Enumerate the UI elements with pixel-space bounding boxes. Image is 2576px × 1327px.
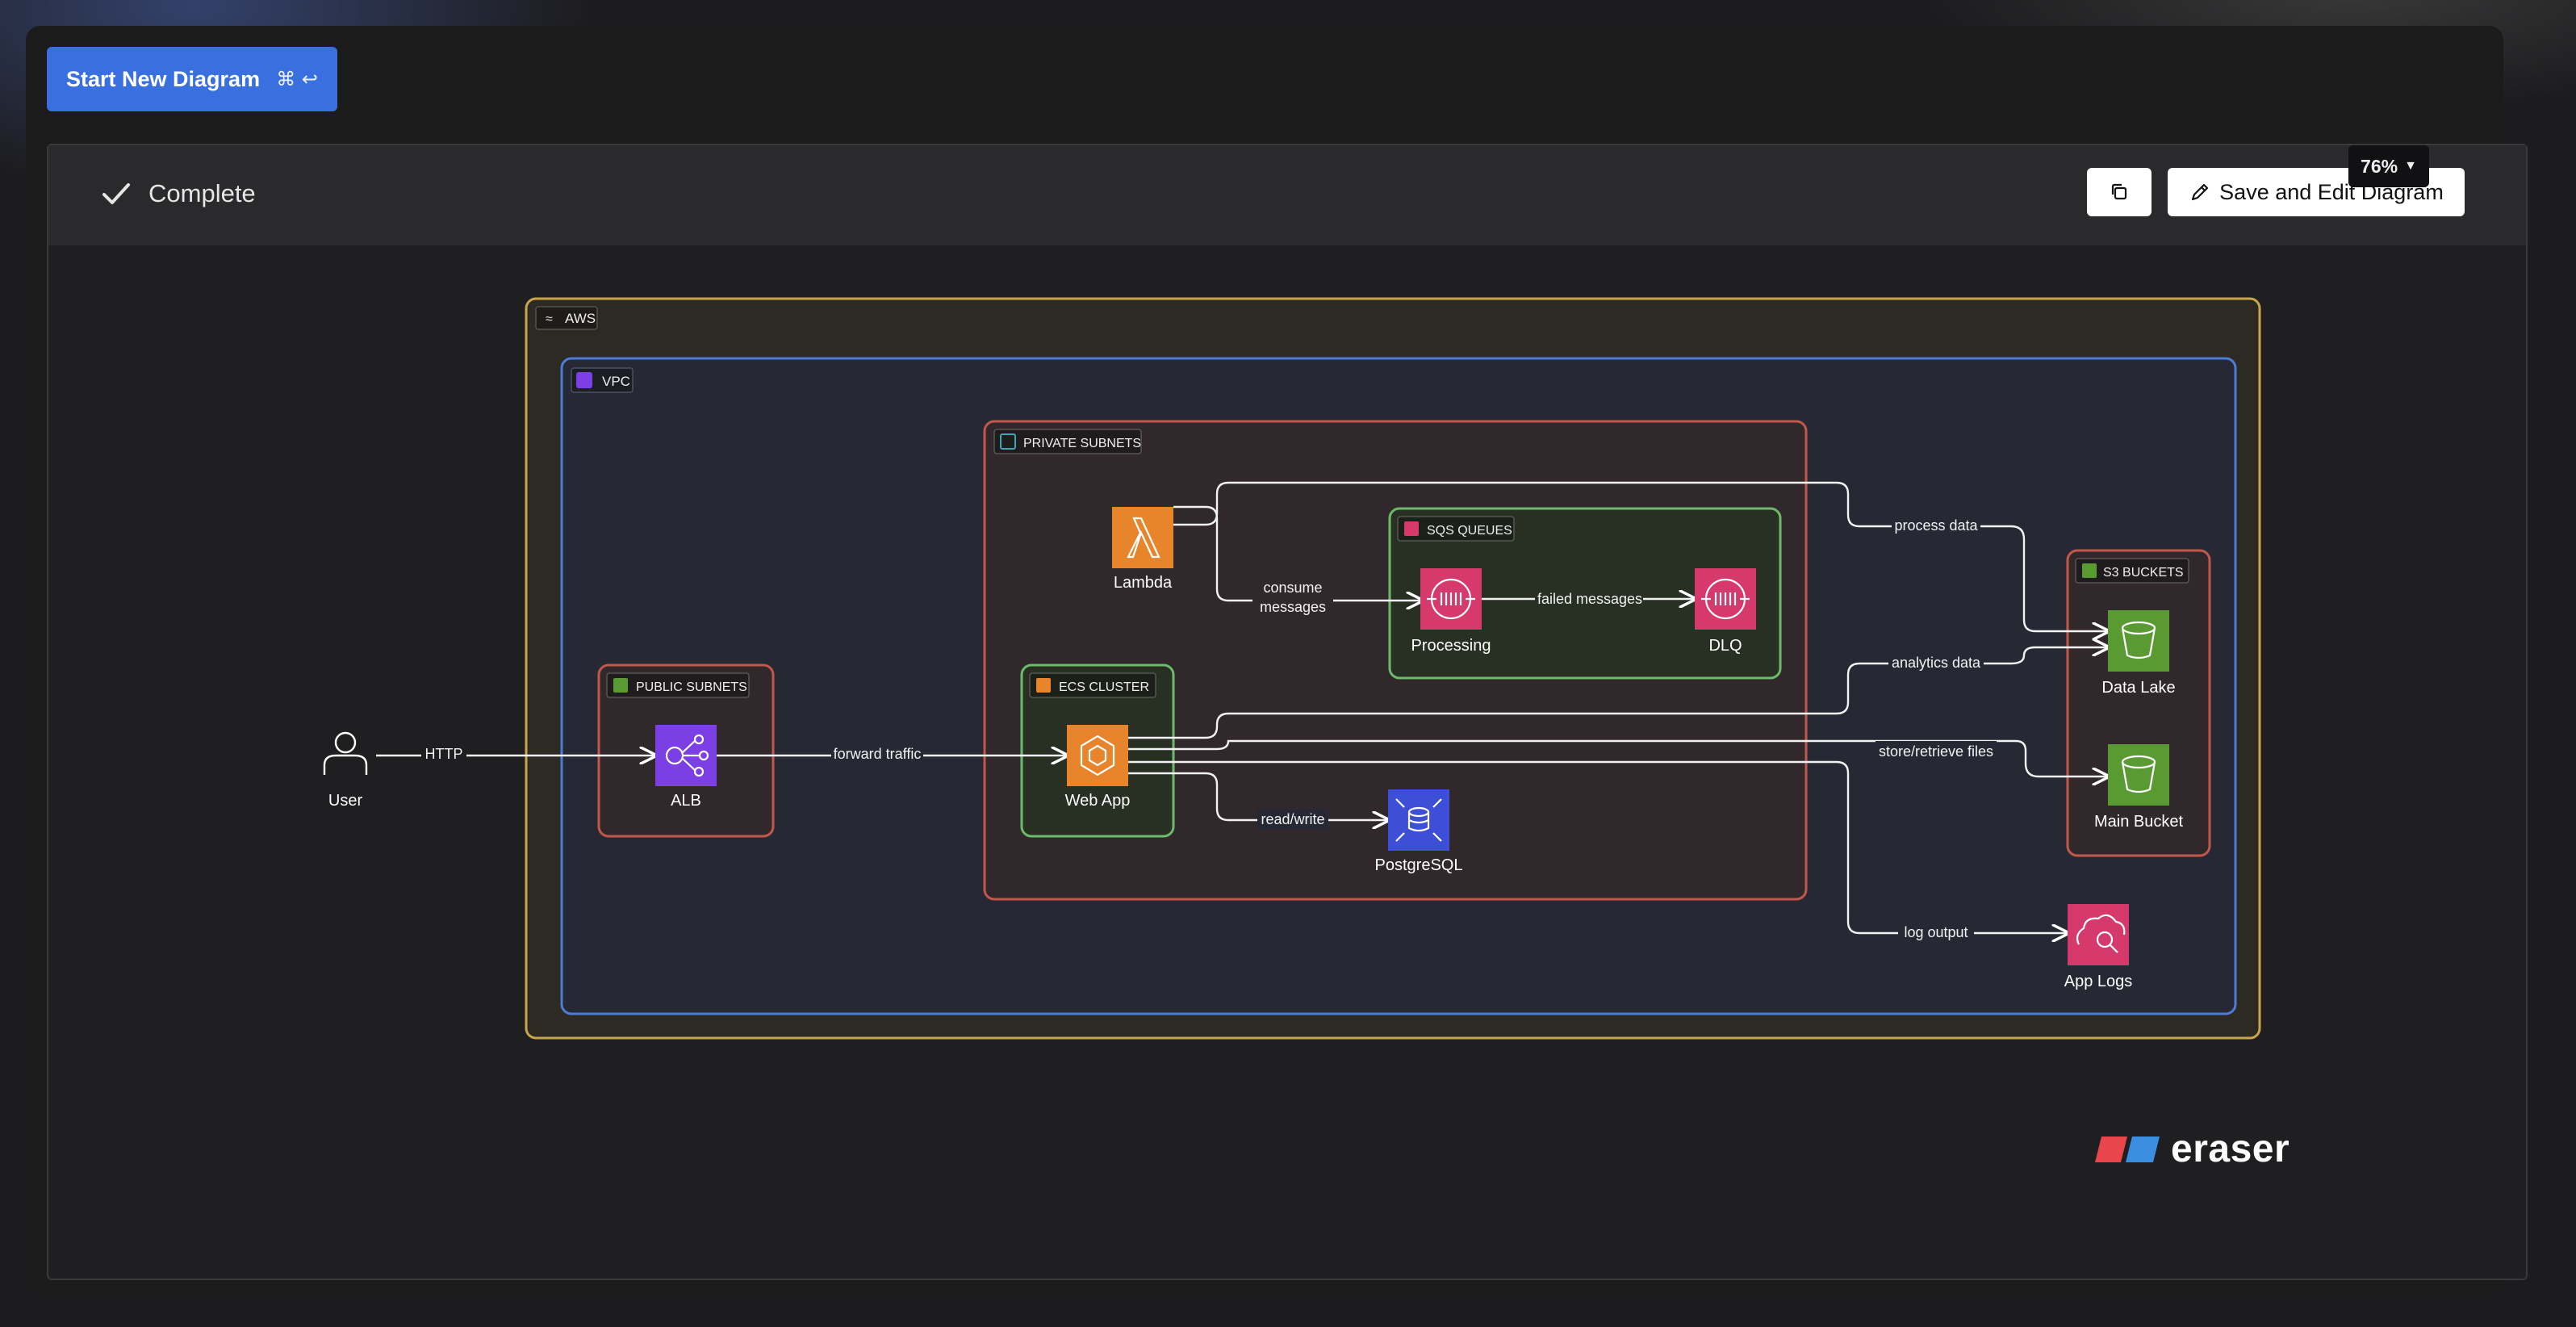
start-new-diagram-button[interactable]: Start New Diagram ⌘ ↩ (47, 47, 337, 111)
vpc-icon (576, 372, 592, 388)
vpc-group-label: VPC (602, 374, 630, 389)
database-icon (1395, 798, 1442, 842)
container-icon (1080, 735, 1115, 777)
subnet-icon (1000, 433, 1016, 450)
status-label: Complete (148, 179, 256, 207)
eraser-logo: eraser (2093, 1127, 2290, 1171)
bucket-icon (2121, 621, 2156, 659)
node-label-main-bucket: Main Bucket (2094, 813, 2183, 831)
node-app-logs[interactable]: App Logs (2064, 904, 2133, 990)
node-label-postgresql: PostgreSQL (1375, 856, 1463, 874)
edges (376, 481, 2108, 933)
node-label-web-app: Web App (1065, 792, 1131, 810)
aws-icon: ≈ (546, 312, 553, 326)
bucket-icon (2121, 755, 2156, 793)
edge-lambda-processing (1173, 505, 1422, 601)
queue-icon (1427, 578, 1475, 620)
node-label-alb: ALB (671, 792, 701, 810)
node-web-app[interactable]: Web App (1065, 725, 1131, 810)
user-icon (334, 731, 357, 754)
zoom-value: 76% (2361, 155, 2398, 177)
caret-down-icon: ▼ (2404, 159, 2417, 173)
edge-webapp-datalake (1128, 647, 2108, 739)
node-lambda[interactable]: Lambda (1112, 507, 1173, 592)
zoom-dropdown[interactable]: 76% ▼ (2348, 145, 2429, 187)
node-label-data-lake: Data Lake (2101, 679, 2175, 697)
ecs-cluster-label: ECS CLUSTER (1059, 680, 1149, 694)
edge-label-analytics-data: analytics data (1892, 655, 1981, 671)
edge-label-consume: consume (1263, 580, 1322, 596)
cloud-logs-icon (2076, 914, 2126, 953)
node-label-user: User (328, 792, 363, 810)
edge-webapp-mainbucket (1128, 739, 2108, 777)
edge-label-failed-messages: failed messages (1537, 591, 1642, 607)
edge-webapp-postgresql (1128, 772, 1388, 820)
ecs-icon (1036, 678, 1051, 693)
copy-icon (2111, 183, 2127, 200)
load-balancer-icon (665, 734, 709, 777)
node-alb[interactable]: ALB (655, 725, 717, 810)
node-main-bucket[interactable]: Main Bucket (2094, 744, 2183, 831)
subnet-icon (613, 678, 628, 693)
node-data-lake[interactable]: Data Lake (2101, 610, 2176, 697)
panel-header: Complete Save and Edit Diagram (48, 145, 2526, 245)
eraser-logo-icon (2095, 1136, 2160, 1162)
s3-buckets-label: S3 BUCKETS (2103, 566, 2184, 580)
lambda-icon (1127, 517, 1160, 559)
edge-lambda-datalake (1173, 481, 2108, 631)
edge-webapp-applogs (1128, 760, 2068, 933)
edge-label-forward-traffic: forward traffic (834, 746, 922, 762)
aws-group-label: AWS (565, 311, 596, 326)
pencil-icon (2192, 183, 2209, 201)
edge-label-store-retrieve: store/retrieve files (1879, 743, 1993, 760)
edge-label-http: HTTP (425, 746, 463, 762)
brand-name: eraser (2171, 1128, 2290, 1170)
node-label-app-logs: App Logs (2064, 973, 2133, 990)
node-user[interactable]: User (323, 731, 368, 810)
private-subnets-label: PRIVATE SUBNETS (1023, 437, 1141, 450)
node-postgresql[interactable]: PostgreSQL (1375, 789, 1463, 874)
status-indicator: Complete (100, 178, 256, 210)
checkmark-icon (102, 183, 130, 204)
edge-label-process-data: process data (1894, 517, 1978, 534)
public-subnets-label: PUBLIC SUBNETS (636, 680, 747, 694)
sqs-queues-label: SQS QUEUES (1427, 524, 1512, 538)
node-label-lambda: Lambda (1114, 574, 1173, 592)
s3-icon (2082, 563, 2097, 578)
edge-label-read-write: read/write (1261, 811, 1324, 827)
edge-label-messages: messages (1260, 599, 1326, 615)
node-processing[interactable]: Processing (1411, 568, 1491, 655)
edge-label-log-output: log output (1904, 924, 1968, 940)
start-new-diagram-label: Start New Diagram (66, 66, 261, 91)
node-dlq[interactable]: DLQ (1695, 568, 1756, 655)
node-label-dlq: DLQ (1708, 637, 1742, 655)
copy-button[interactable] (2087, 168, 2152, 216)
s3-buckets-group[interactable]: S3 BUCKETS (2066, 549, 2211, 857)
node-label-processing: Processing (1411, 637, 1491, 655)
sqs-icon (1404, 521, 1419, 536)
edge-labels: HTTP forward traffic consume messages fa… (421, 515, 1997, 943)
keyboard-shortcut: ⌘ ↩ (276, 68, 318, 90)
queue-icon (1701, 578, 1750, 620)
